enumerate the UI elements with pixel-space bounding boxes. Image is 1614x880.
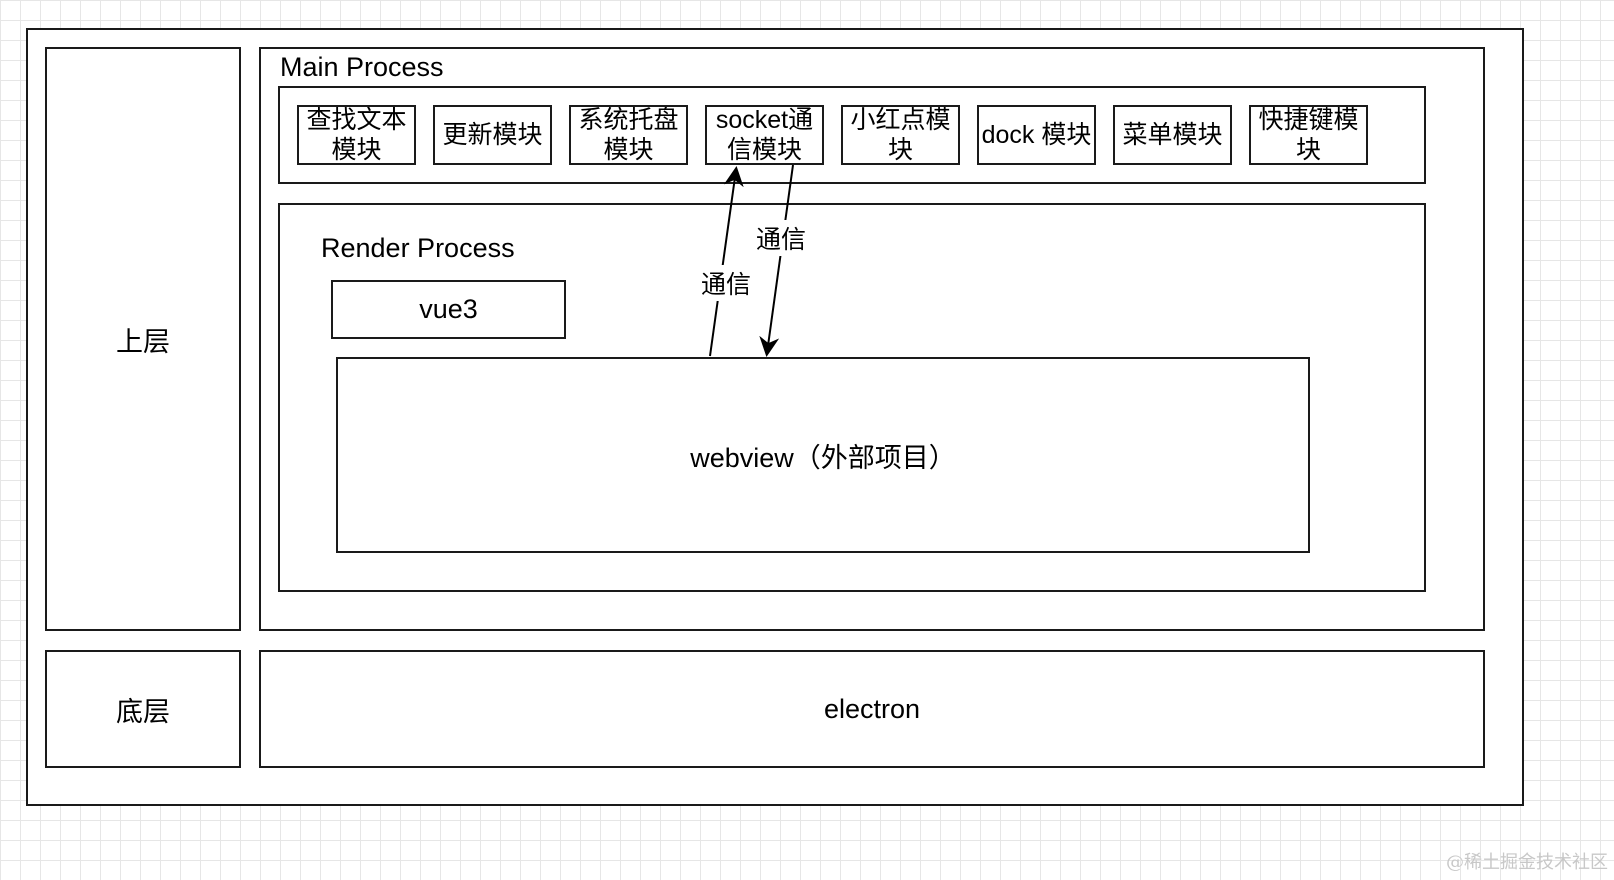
module-find-text: 查找文本模块	[297, 105, 416, 165]
module-shortcut: 快捷键模块	[1249, 105, 1368, 165]
edge-label-down: 通信	[754, 220, 809, 256]
module-dock: dock 模块	[977, 105, 1096, 165]
arrow-up-line	[709, 166, 744, 357]
vue3-box: vue3	[331, 280, 566, 339]
module-update: 更新模块	[433, 105, 552, 165]
module-socket: socket通信模块	[705, 105, 824, 165]
module-system-tray: 系统托盘模块	[569, 105, 688, 165]
electron-box: electron	[259, 650, 1485, 768]
arrow-down-line	[759, 164, 794, 357]
layer-bottom: 底层	[45, 650, 241, 768]
module-menu: 菜单模块	[1113, 105, 1232, 165]
layer-bottom-label: 底层	[116, 696, 170, 727]
edge-label-up: 通信	[699, 265, 754, 301]
watermark: @稀土掘金技术社区	[1446, 852, 1608, 873]
render-process-title: Render Process	[321, 233, 515, 263]
layer-upper-label: 上层	[116, 326, 170, 357]
webview-box: webview（外部项目）	[336, 357, 1310, 553]
module-red-dot: 小红点模块	[841, 105, 960, 165]
main-process-title: Main Process	[280, 52, 444, 82]
layer-upper: 上层	[45, 47, 241, 631]
